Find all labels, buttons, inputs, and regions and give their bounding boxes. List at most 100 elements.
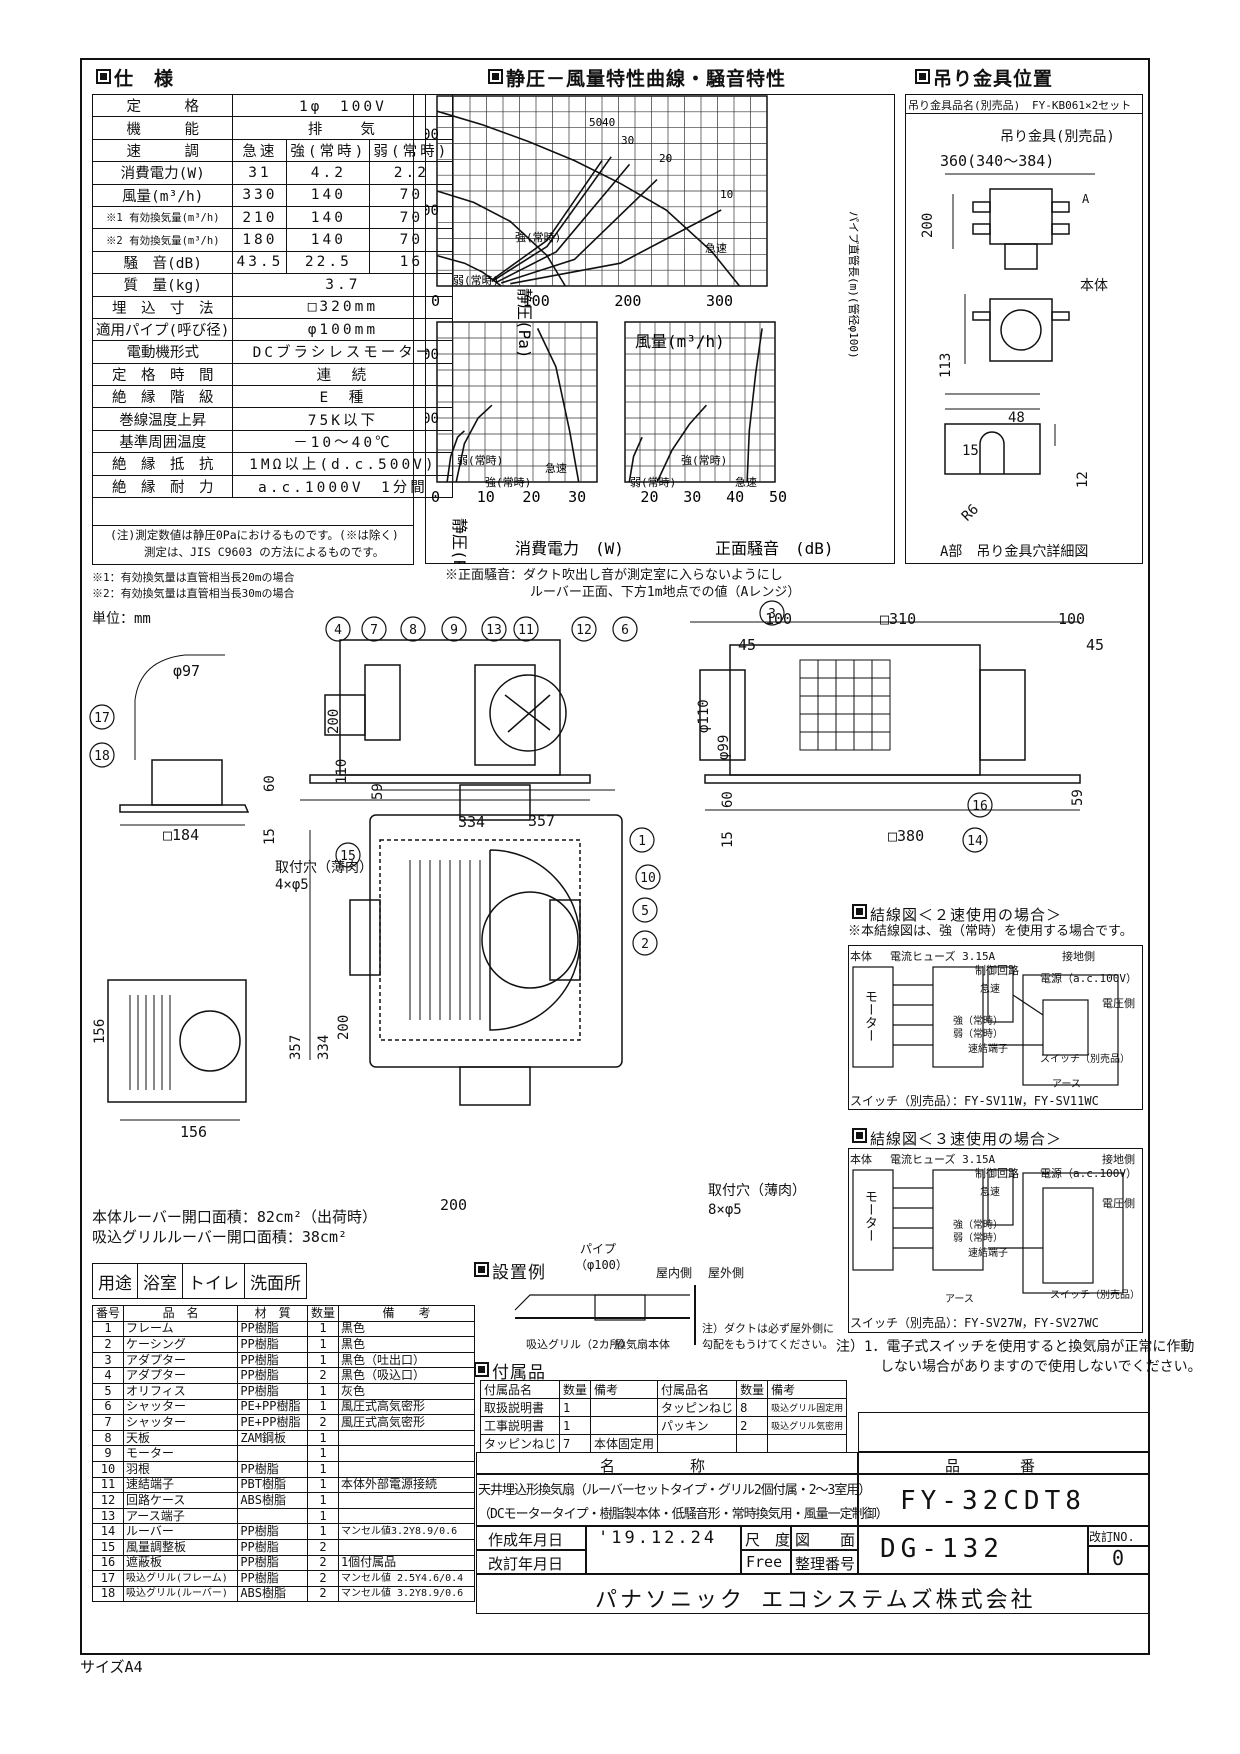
acc-cell: タッピンねじ: [479, 1434, 561, 1453]
spec-value: 330: [232, 183, 288, 207]
dim-200: 200: [440, 1196, 468, 1214]
hanger-header-value: FY-KB061×2セット: [1032, 99, 1132, 112]
right-side-body: [729, 644, 981, 776]
dim-357-v: 357: [288, 1034, 304, 1060]
parts-cell: [337, 1538, 476, 1556]
acc-cell: [657, 1434, 738, 1453]
parts-cell: 1: [306, 1398, 339, 1416]
section-marker-icon: [474, 1362, 489, 1377]
noise-chart-curves: [628, 328, 763, 483]
x-tick-label: 30: [568, 488, 586, 506]
footnote-2: ※2：有効換気量は直管相当長30mの場合: [92, 587, 295, 600]
main-plan-fan: [481, 891, 579, 989]
callout-number: 1: [638, 834, 646, 849]
main-xlabel: 風量(m³/h): [635, 332, 725, 351]
callout-circle: [759, 600, 785, 626]
pipe-20: 20: [659, 152, 672, 165]
parts-cell: 2: [306, 1570, 339, 1587]
noise-xlabel: 正面騒音 (dB): [715, 539, 834, 558]
spec-note-1: (注)測定数値は静圧0Paにおけるものです。(※は除く): [110, 528, 399, 542]
parts-cell: 3: [91, 1351, 125, 1369]
dim-15b-v: 15: [720, 831, 736, 848]
parts-cell: アース端子: [123, 1507, 239, 1525]
series-line-急速: [536, 328, 580, 483]
parts-cell: 1: [306, 1445, 339, 1462]
parts-cell: アダプター: [123, 1367, 239, 1384]
hanger-bracket-right-1: [1051, 201, 1070, 213]
accessories-title: 付属品: [474, 1358, 546, 1383]
spec-value: □320mm: [232, 295, 454, 319]
main-plan-circuit: [549, 899, 581, 981]
parts-cell: 1: [306, 1523, 339, 1540]
callout-number: 5: [641, 904, 649, 919]
x-tick-label: 40: [726, 488, 744, 506]
series-line-弱(常時): [628, 436, 643, 483]
main-side-duct-left: [324, 694, 366, 736]
spec-key: 絶 縁 階 級: [91, 385, 234, 409]
spec-outline: [92, 94, 414, 565]
main-ylabel: 静圧(Pa): [515, 288, 534, 359]
grille-side-flange: [119, 804, 250, 813]
acc-cell: 吸込グリル気密用: [767, 1416, 848, 1435]
hanger-dim-15: 15: [962, 443, 979, 459]
w3-rapid: 急速: [980, 1187, 1000, 1198]
pipe-40: 40: [602, 116, 615, 129]
callout-number: 13: [486, 623, 502, 638]
section-marker-icon: [852, 1128, 867, 1143]
callout-circle: [612, 616, 638, 642]
caution-1: 注）1．電子式スイッチを使用すると換気扇が正常に作動: [836, 1339, 1195, 1355]
parts-cell: マンセル値 3.2Y8.9/0.6: [337, 1585, 476, 1603]
power-xlabel: 消費電力 (W): [515, 539, 624, 558]
install-pipe: パイプ: [580, 1242, 617, 1256]
parts-cell: 7: [91, 1414, 125, 1431]
parts-cell: 吸込グリル(ルーバー): [123, 1585, 239, 1603]
parts-cell: 11: [91, 1476, 125, 1494]
acc-header-cell: 数量: [736, 1380, 769, 1399]
hanger-top-body: [989, 188, 1053, 245]
w3-ctrl: 制御回路: [975, 1167, 1019, 1180]
spec-key: 埋 込 寸 法: [91, 295, 234, 319]
label-strong: 強(常時): [515, 231, 561, 244]
w2-power: 電源（a.c.100V）: [1040, 972, 1137, 985]
callout-number: 4: [334, 623, 342, 638]
callout-circle: [629, 827, 655, 853]
tb-scale-label: 尺 度: [745, 1531, 791, 1549]
paper-size: サイズA4: [80, 1658, 143, 1676]
spec-value: 16: [369, 250, 454, 275]
parts-cell: 遮蔽板: [123, 1554, 239, 1572]
wiring3-diagram: [852, 1169, 1124, 1294]
open-area-1: 本体ルーバー開口面積：82cm²（出荷時）: [92, 1208, 378, 1226]
series-line-30: [496, 163, 631, 283]
spec-key: 騒 音(dB): [91, 250, 234, 275]
dim-45-right: 45: [1086, 636, 1105, 654]
parts-cell: 18: [91, 1585, 125, 1603]
parts-cell: [337, 1445, 476, 1462]
dim-184: □184: [163, 826, 200, 844]
tb-ref-label: 整理番号: [795, 1555, 856, 1573]
spec-key: 絶 縁 抵 抗: [91, 452, 234, 476]
hanger-header-name: 吊り金具品名(別売品): [908, 99, 1021, 112]
callout-circle: [635, 864, 661, 890]
spec-row: 埋 込 寸 法□320mm: [91, 295, 454, 319]
acc-cell: 本体固定用: [590, 1434, 659, 1453]
tb-rev-box: [1088, 1546, 1150, 1574]
hanger-header: [905, 94, 1143, 114]
parts-cell: 黒色（吐出口）: [337, 1351, 476, 1369]
parts-cell: 1: [306, 1382, 339, 1400]
dim-59b-v: 59: [1070, 789, 1086, 806]
parts-cell: ZAM鋼板: [237, 1429, 308, 1447]
ns-label-weak: 弱(常時): [630, 476, 676, 489]
parts-cell: 羽根: [123, 1460, 239, 1478]
x-tick-label: 10: [477, 488, 495, 506]
x-tick-label: 300: [706, 292, 733, 310]
parts-cell: ABS樹脂: [237, 1585, 308, 1603]
install-outdoor: 屋外側: [708, 1266, 745, 1280]
acc-cell: 8: [736, 1398, 769, 1417]
